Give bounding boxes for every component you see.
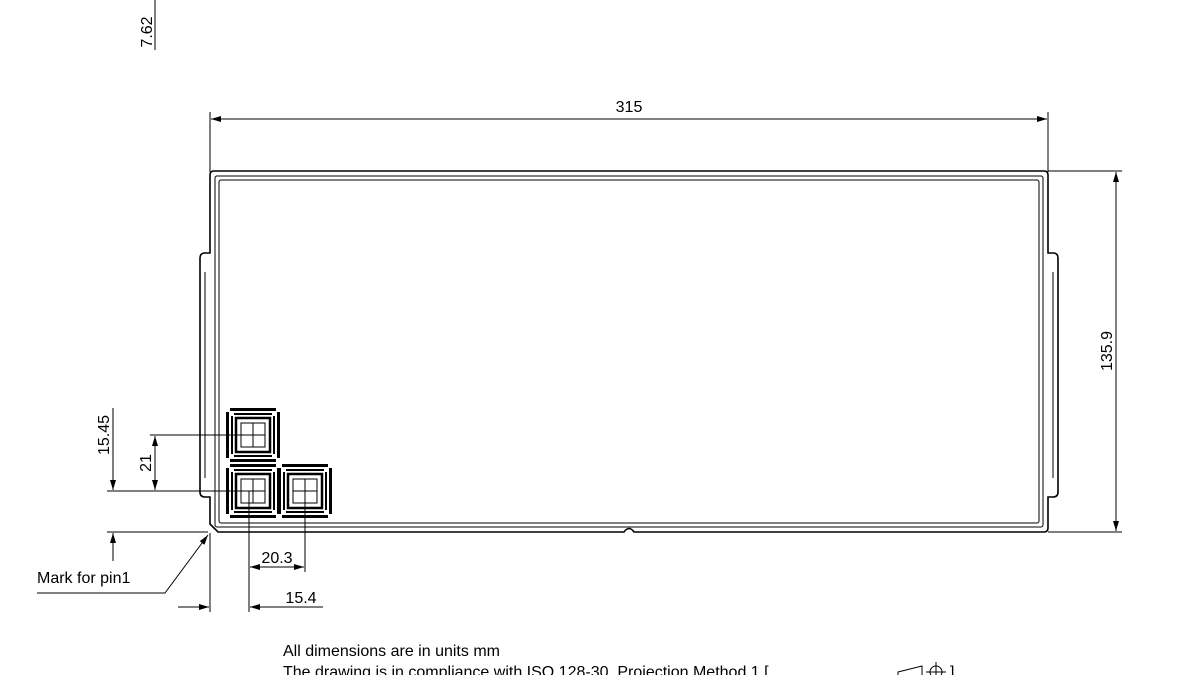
dim-pad-pitch-y-label: 21: [138, 454, 155, 472]
dimension-pad-pitch-x: 20.3: [248, 491, 306, 612]
dim-height-label: 135.9: [1099, 331, 1116, 371]
dimension-7-62: 7.62: [139, 0, 156, 50]
dimension-pad-offset-y: 15.45: [96, 408, 253, 561]
units-note: All dimensions are in units mm: [283, 643, 500, 660]
dim-pad-pitch-x-label: 20.3: [261, 550, 292, 567]
module-outline: [199, 170, 1059, 533]
compliance-note: The drawing is in compliance with ISO 12…: [283, 664, 769, 675]
dimension-height: 135.9: [1048, 170, 1122, 533]
dimension-width: 315: [209, 99, 1049, 172]
compliance-note-end: ]: [950, 664, 954, 675]
dim-width-label: 315: [616, 99, 643, 116]
dimension-pad-pitch-y: 21: [138, 434, 253, 490]
pin1-mark-label: Mark for pin1: [37, 570, 130, 587]
projection-method-icon: [897, 662, 946, 675]
dim-7-62-label: 7.62: [139, 16, 156, 47]
notes: All dimensions are in units mm The drawi…: [283, 643, 954, 675]
pin1-leader: Mark for pin1: [37, 534, 209, 594]
dim-pad-offset-y-label: 15.45: [96, 415, 113, 455]
dim-pad-offset-x-label: 15.4: [285, 590, 316, 607]
dimension-pad-offset-x: 15.4: [178, 533, 323, 612]
